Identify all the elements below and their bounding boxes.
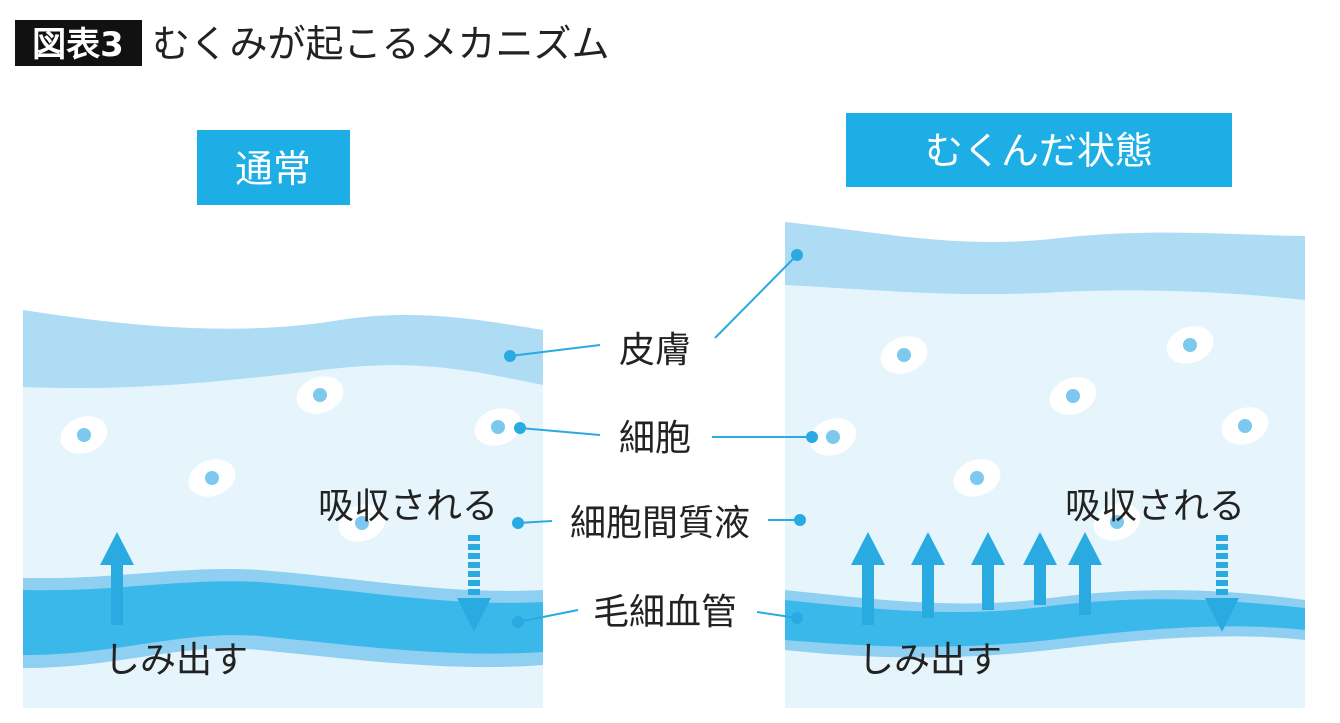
dashed-down-arrow-icon xyxy=(1205,598,1239,632)
swollen-heading: むくんだ状態 xyxy=(925,129,1153,173)
leader-lines xyxy=(504,249,818,628)
up-arrow-icon xyxy=(911,532,945,565)
normal-absorbed-label: 吸収される xyxy=(318,486,498,527)
title-text: むくみが起こるメカニズム xyxy=(152,22,610,66)
swollen-seep-label: しみ出す xyxy=(858,640,1002,681)
skin-layer xyxy=(785,222,1305,300)
normal-arrows xyxy=(100,532,491,632)
up-arrow-icon xyxy=(971,532,1005,565)
up-arrow-icon xyxy=(1068,532,1102,565)
normal-heading-box xyxy=(197,130,350,205)
capillary xyxy=(785,599,1305,647)
up-arrow-icon xyxy=(851,532,885,565)
skin-label: 皮膚 xyxy=(619,330,691,371)
title-badge: 図表3 xyxy=(32,25,124,65)
up-arrow-icon xyxy=(1023,532,1057,565)
skin-layer xyxy=(23,310,543,389)
cell-label: 細胞 xyxy=(619,418,691,459)
title-badge-bg xyxy=(15,20,142,66)
normal-heading: 通常 xyxy=(235,147,311,191)
normal-seep-label: しみ出す xyxy=(104,640,248,681)
swollen-arrows xyxy=(851,532,1239,632)
swollen-panel xyxy=(785,222,1305,708)
dashed-down-arrow-icon xyxy=(457,598,491,632)
capillary xyxy=(23,581,543,655)
normal-panel xyxy=(23,310,543,708)
swollen-heading-box xyxy=(846,113,1232,187)
capillary-label: 毛細血管 xyxy=(593,592,737,633)
swollen-cells xyxy=(809,326,1269,541)
interstitial-fluid-label: 細胞間質液 xyxy=(570,503,750,544)
normal-cells xyxy=(60,376,522,542)
up-arrow-icon xyxy=(100,532,134,565)
swollen-absorbed-label: 吸収される xyxy=(1065,486,1245,527)
